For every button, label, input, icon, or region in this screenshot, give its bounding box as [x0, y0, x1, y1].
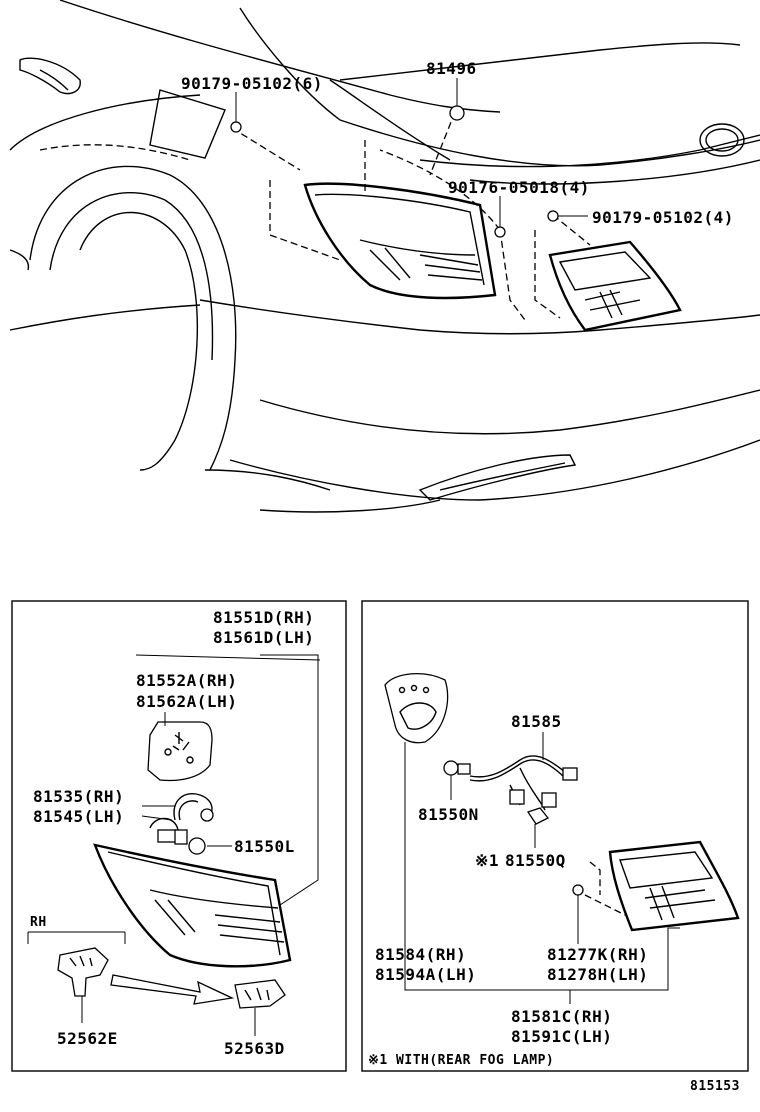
- label-lens-lh: 81562A(LH): [136, 692, 237, 711]
- footnote: ※1 WITH(REAR FOG LAMP): [368, 1053, 554, 1068]
- label-inner-lamp-rh: 81581C(RH): [511, 1007, 612, 1026]
- bulb-81550l-icon: [188, 837, 206, 855]
- label-rh: RH: [30, 915, 47, 930]
- label-socket-rh: 81535(RH): [33, 787, 124, 806]
- label-lens-rh: 81552A(RH): [136, 671, 237, 690]
- clip-upper-left-icon: [230, 121, 242, 133]
- label-socket-lh: 81545(LH): [33, 807, 124, 826]
- label-clip-upper-left: 90179-05102(6): [181, 74, 323, 93]
- label-cushion-rh: 81277K(RH): [547, 945, 648, 964]
- note-mark: ※1: [475, 851, 499, 870]
- figure-id: 815153: [690, 1079, 740, 1094]
- label-inner-lamp-lh: 81591C(LH): [511, 1027, 612, 1046]
- label-gasket-lh: 81594A(LH): [375, 965, 476, 984]
- label-retainer-rh: 52562E: [57, 1029, 118, 1048]
- label-bulb-81550q: 81550Q: [505, 851, 566, 870]
- label-bulb-81550n: 81550N: [418, 805, 479, 824]
- label-gasket-rh: 81584(RH): [375, 945, 466, 964]
- car-rear-illustration: [9, 0, 760, 513]
- label-outer-lamp-lh: 81561D(LH): [213, 628, 314, 647]
- right-panel: [361, 600, 749, 1072]
- label-retainer-lh: 52563D: [224, 1039, 285, 1058]
- clip-center-icon: [494, 226, 506, 238]
- label-wire: 81585: [511, 712, 562, 731]
- label-clip-right: 90179-05102(4): [592, 208, 734, 227]
- garnish-clip-icon: [449, 105, 465, 121]
- label-cushion-lh: 81278H(LH): [547, 965, 648, 984]
- label-garnish: 81496: [426, 59, 477, 78]
- label-bulb-81550l: 81550L: [234, 837, 295, 856]
- label-clip-center: 90176-05018(4): [448, 178, 590, 197]
- label-outer-lamp-rh: 81551D(RH): [213, 608, 314, 627]
- left-panel: [11, 600, 347, 1072]
- clip-right-icon: [547, 210, 559, 222]
